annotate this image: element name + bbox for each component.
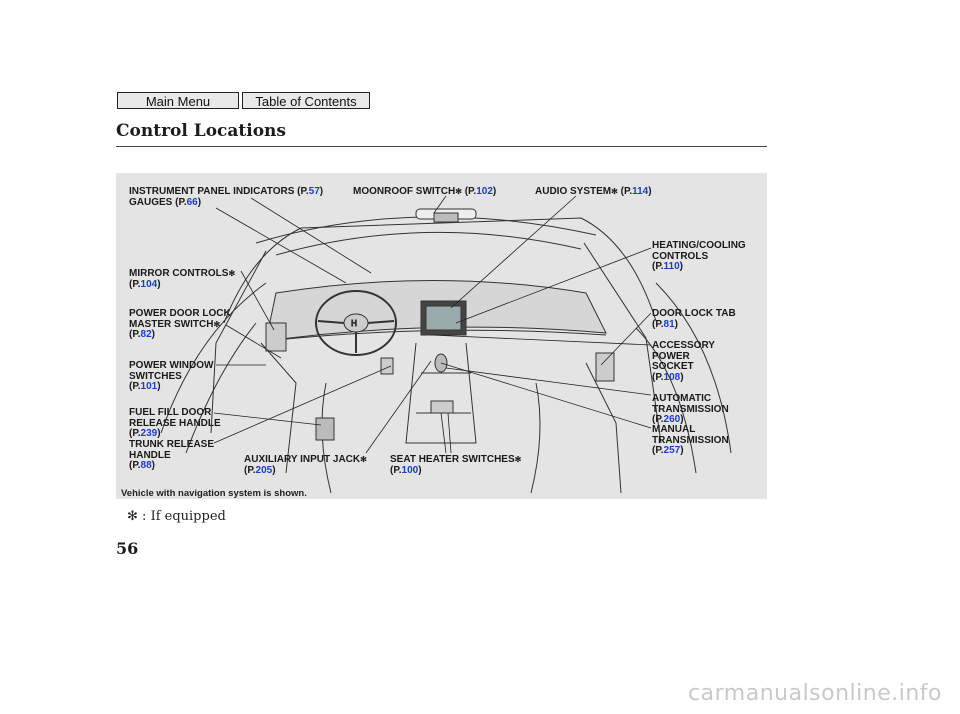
ref-instrument-panel-indicators[interactable]: 57 [308,186,320,197]
ref-power-door-lock[interactable]: 82 [140,329,152,340]
label-automatic-transmission: AUTOMATIC TRANSMISSION (P.260) [652,393,729,425]
ref-manual-transmission[interactable]: 257 [663,445,681,456]
star-icon: ✻ [127,509,138,524]
label-instrument-panel-indicators: INSTRUMENT PANEL INDICATORS (P.57) [129,186,324,197]
watermark: carmanualsonline.info [688,681,942,706]
label-audio-system: AUDIO SYSTEM✻ (P.114) [535,186,652,197]
label-mirror-controls: MIRROR CONTROLS✻ (P.104) [129,268,236,290]
ref-auxiliary-input[interactable]: 205 [255,464,273,476]
label-power-door-lock: POWER DOOR LOCK MASTER SWITCH✻ (P.82) [129,308,231,340]
ref-door-lock-tab[interactable]: 81 [663,318,675,330]
ref-seat-heater[interactable]: 100 [401,464,419,476]
label-trunk-release: TRUNK RELEASE HANDLE (P.88) [129,439,215,471]
label-heating-cooling: HEATING/COOLING CONTROLS (P.110) [652,240,746,272]
ref-accessory-socket[interactable]: 108 [663,371,681,383]
label-manual-transmission: MANUAL TRANSMISSION (P.257) [652,424,729,456]
ref-trunk-release[interactable]: 88 [140,460,152,471]
ref-power-window[interactable]: 101 [140,381,158,392]
ref-moonroof-switch[interactable]: 102 [476,186,493,197]
label-moonroof-switch: MOONROOF SWITCH✻ (P.102) [353,186,497,197]
control-locations-figure: H [116,173,767,499]
label-seat-heater: SEAT HEATER SWITCHES✻ (P.100) [390,454,522,476]
dashboard-illustration: H [160,195,732,494]
ref-heating-cooling[interactable]: 110 [663,261,680,272]
page-title: Control Locations [116,121,286,141]
table-of-contents-button[interactable]: Table of Contents [242,92,370,109]
page-number: 56 [116,539,139,558]
label-auxiliary-input: AUXILIARY INPUT JACK✻ (P.205) [244,454,367,476]
title-divider [116,146,767,147]
figure-note: Vehicle with navigation system is shown. [121,488,307,499]
ref-audio-system[interactable]: 114 [632,186,649,197]
ref-fuel-fill-door[interactable]: 239 [140,428,158,439]
main-menu-button[interactable]: Main Menu [117,92,239,109]
label-gauges: GAUGES (P.66) [129,197,202,208]
label-fuel-fill-door: FUEL FILL DOOR RELEASE HANDLE (P.239) [129,407,221,439]
svg-text:H: H [351,319,357,328]
label-accessory-socket: ACCESSORY POWER SOCKET (P.108) [652,340,715,383]
ref-automatic-transmission[interactable]: 260 [663,414,681,425]
ref-mirror-controls[interactable]: 104 [140,278,158,290]
if-equipped-legend: ✻ : If equipped [127,509,226,524]
label-door-lock-tab: DOOR LOCK TAB (P.81) [652,308,736,330]
ref-gauges[interactable]: 66 [186,197,198,208]
label-power-window: POWER WINDOW SWITCHES (P.101) [129,360,214,392]
